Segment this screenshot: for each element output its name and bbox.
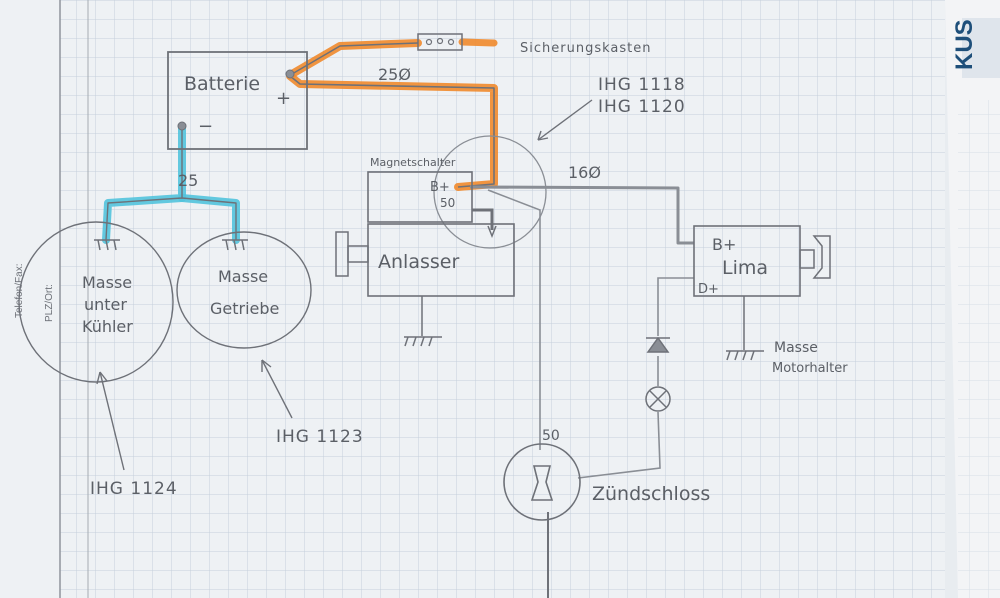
battery-box	[167, 51, 308, 150]
ihg-1118-pointer	[537, 99, 593, 141]
ihg-1118-arrowhead	[537, 130, 549, 141]
lima-d-plus: D+	[698, 282, 719, 297]
masse-motorhalter-line1: Masse	[774, 340, 818, 356]
getriebe-ground-icon	[222, 239, 248, 251]
ihg-1118-label: IHG 1118	[598, 75, 686, 95]
sicherungskasten-label: Sicherungskasten	[520, 41, 651, 56]
ignition-terminal-50: 50	[542, 428, 560, 444]
magnetschalter-b-plus: B+	[430, 180, 450, 195]
terminal-50-arrow	[487, 225, 497, 239]
fuse-cable-pencil	[291, 42, 419, 75]
lima-label: Lima	[722, 257, 768, 279]
lima-b-plus: B+	[712, 235, 736, 254]
battery-minus-terminal	[177, 121, 187, 131]
masse-getriebe-circle	[176, 231, 312, 349]
ihg-1123-arrowhead	[261, 359, 272, 372]
lamp-wire	[577, 356, 661, 479]
zuendschloss-label: Zündschloss	[592, 483, 710, 505]
zuendschloss-icon	[503, 443, 581, 521]
kuehler-ground-icon	[94, 239, 120, 251]
plz-ort-label: PLZ/Ort:	[44, 284, 55, 322]
battery-plus-terminal	[285, 69, 295, 79]
main-cable-pencil	[289, 75, 495, 188]
cable-25-label: 25	[178, 171, 198, 190]
battery-minus-sign: −	[198, 116, 213, 137]
diode-icon	[646, 336, 670, 353]
ihg-1124-arrowhead	[96, 371, 108, 385]
ignition-wire-50	[487, 189, 541, 450]
masse-kuehler-line2: unter	[84, 295, 127, 314]
ihg-1123-label: IHG 1123	[276, 427, 364, 447]
ihg-1120-label: IHG 1120	[598, 97, 686, 117]
anlasser-label: Anlasser	[378, 251, 459, 273]
battery-plus-sign: +	[276, 88, 291, 109]
cable-160-label: 16Ø	[568, 163, 601, 182]
ground-cable-pencil	[105, 126, 237, 241]
battery-label: Batterie	[184, 73, 260, 95]
magnetschalter-box	[367, 171, 473, 223]
fuse-icon	[417, 33, 463, 51]
masse-getriebe-line1: Masse	[218, 267, 268, 286]
cable-250-label: 25Ø	[378, 65, 411, 84]
anlasser-ground-icon	[404, 296, 442, 347]
masse-getriebe-line2: Getriebe	[210, 299, 279, 318]
brand-logo: KUS	[951, 18, 1000, 78]
magnetschalter-highlight-circle	[433, 135, 547, 249]
lima-pulley-icon	[799, 235, 831, 279]
magnetschalter-terminal-50: 50	[440, 196, 455, 210]
ihg-1124-label: IHG 1124	[90, 479, 178, 499]
charge-lamp-icon	[645, 386, 671, 412]
second-sheet-grid	[958, 100, 1000, 598]
anlasser-pinion-icon	[335, 231, 369, 277]
masse-motorhalter-line2: Motorhalter	[772, 361, 848, 376]
orange-fuse-cable-tail	[458, 38, 498, 47]
masse-kuehler-circle	[18, 221, 174, 383]
ihg-1123-pointer	[261, 359, 293, 419]
logo-text: KUS	[951, 19, 978, 70]
paper-grid	[60, 0, 945, 598]
cable-160	[469, 185, 694, 245]
magnetschalter-label: Magnetschalter	[370, 156, 456, 169]
masse-kuehler-line1: Masse	[82, 273, 132, 292]
ihg-1124-pointer	[99, 371, 125, 471]
d-plus-wire	[657, 277, 694, 336]
lima-ground-icon	[726, 296, 764, 361]
masse-kuehler-line3: Kühler	[82, 317, 133, 336]
